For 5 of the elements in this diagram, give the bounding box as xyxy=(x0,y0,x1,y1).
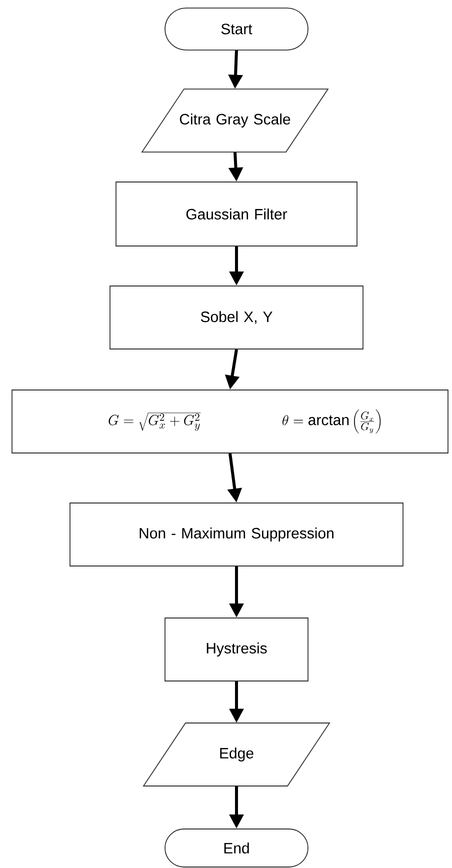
process-box: Hystresis xyxy=(164,618,308,682)
process-box: Sobel X, Y xyxy=(110,286,364,350)
formula-box: $G=\sqrt{G_x^2+G_y^2}$ $\theta=\arctan\left(\frac{G_x}{G_y}\right)$ xyxy=(12,390,448,454)
process-box: Gaussian Filter xyxy=(116,182,358,246)
process-box: Non - Maximum Suppression xyxy=(70,502,404,566)
